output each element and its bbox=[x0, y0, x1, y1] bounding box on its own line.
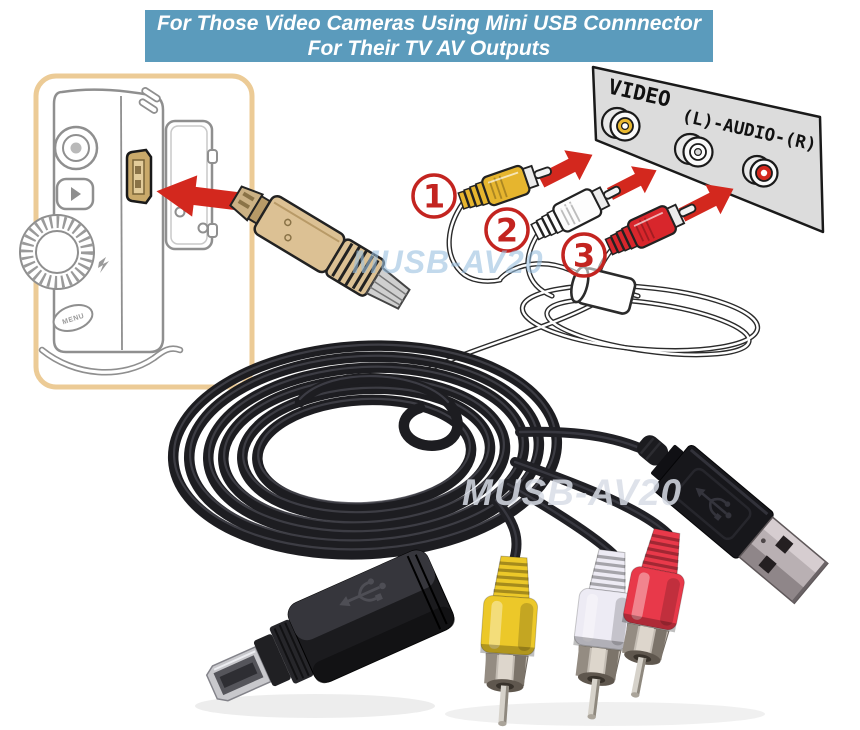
av-panel: VIDEO (L)-AUDIO-(R) bbox=[591, 65, 825, 234]
gold-mini-usb-connector bbox=[229, 185, 411, 310]
svg-text:3: 3 bbox=[573, 237, 595, 275]
usb-a-connector bbox=[636, 435, 829, 605]
step-callouts: 1 2 3 bbox=[411, 173, 607, 278]
banner-line-2: For Their TV AV Outputs bbox=[307, 37, 551, 60]
mini-usb-adapter bbox=[205, 549, 455, 702]
header-banner: For Those Video Cameras Using Mini USB C… bbox=[145, 10, 713, 62]
svg-text:2: 2 bbox=[496, 212, 518, 250]
rca-plug-yellow bbox=[473, 553, 543, 730]
mini-usb-port bbox=[125, 148, 153, 205]
step-circle-2: 2 bbox=[484, 207, 530, 253]
video-jack bbox=[600, 106, 641, 142]
banner-line-1: For Those Video Cameras Using Mini USB C… bbox=[156, 12, 702, 35]
rca-plug-illustration-red bbox=[601, 192, 703, 262]
flash-icon bbox=[98, 257, 109, 273]
svg-text:1: 1 bbox=[423, 178, 445, 216]
line-art-cable bbox=[421, 200, 761, 375]
audio-right-jack bbox=[741, 154, 779, 188]
audio-left-jack bbox=[673, 132, 714, 168]
coiled-cable bbox=[167, 340, 673, 565]
menu-button: MENU bbox=[52, 304, 94, 332]
step-circle-1: 1 bbox=[411, 173, 457, 219]
rca-plug-illustration-yellow bbox=[455, 154, 557, 217]
camera-illustration: MENU bbox=[19, 87, 218, 376]
step-circle-3: 3 bbox=[561, 232, 607, 278]
